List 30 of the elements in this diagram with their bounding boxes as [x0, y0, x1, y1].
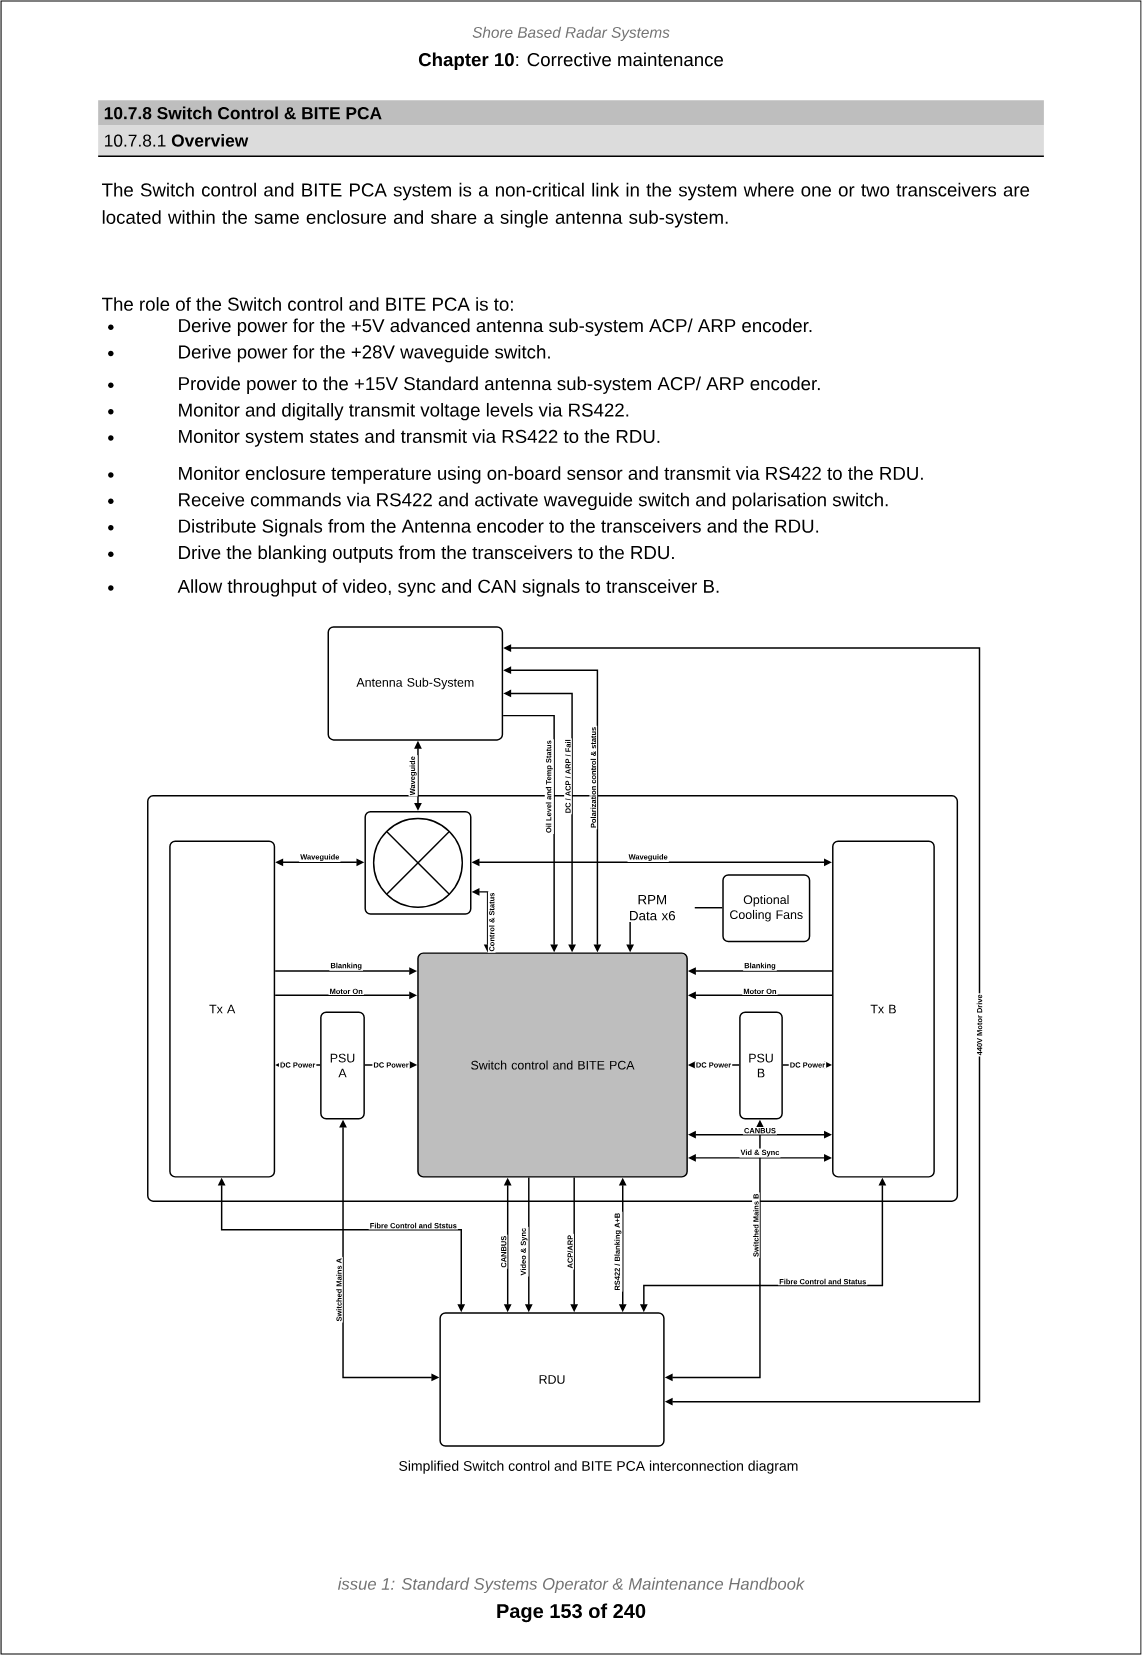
rdu-box: RDU: [439, 1312, 665, 1447]
section-heading-bar: 10.7.8 Switch Control & BITE PCA: [98, 100, 1044, 126]
bullet-item: Monitor system states and transmit via RS422 to the RDU.: [179, 429, 660, 447]
bullet-item: Monitor and digitally transmit voltage levels via RS422.: [179, 402, 629, 421]
rpm-label: RPM Data x6: [630, 895, 676, 921]
pca-box: Switch control and BITE PCA: [417, 952, 688, 1178]
connector: [694, 907, 723, 909]
bullet-item: Derive power for the +5V advanced antenna sub-system ACP/ ARP encoder.: [179, 318, 812, 336]
psu-box: PSU A: [320, 1011, 365, 1120]
subsystem-box: Antenna Sub-System: [327, 626, 504, 741]
page-number: Page 153 of 240: [497, 1603, 646, 1623]
psu-box: PSU B: [739, 1011, 783, 1120]
paragraph: The Switch control and BITE PCA system is a non-critical link in the system where one or two transceivers are located within the same enclosure and share a single antenna sub-system.: [102, 182, 1030, 228]
bullet-item: Monitor enclosure temperature using on-board sensor and transmit via RS422 to the RDU.: [179, 466, 923, 484]
fans-box: Optional Cooling Fans: [722, 874, 811, 943]
caption: Simplified Switch control and BITE PCA interconnection diagram: [399, 1460, 798, 1474]
running-header: Shore Based Radar Systems: [472, 26, 670, 41]
bullet-item: Drive the blanking outputs from the transceivers to the RDU.: [179, 545, 674, 563]
paragraph: The role of the Switch control and BITE PCA is to:: [102, 297, 513, 311]
bullet-item: Provide power to the +15V Standard antenna sub-system ACP/ ARP encoder.: [179, 376, 820, 394]
transceiver-box: Tx A: [169, 840, 276, 1178]
bullet-item: Receive commands via RS422 and activate waveguide switch and polarisation switch.: [179, 492, 888, 511]
bullet-item: Distribute Signals from the Antenna encoder to the transceivers and the RDU.: [179, 519, 819, 537]
bullet-item: Derive power for the +28V waveguide switch.: [179, 344, 550, 363]
transceiver-box: Tx B: [832, 840, 935, 1178]
footer-text: issue 1: Standard Systems Operator & Maintenance Handbook: [337, 1577, 805, 1594]
chapter-heading: Chapter 10: Corrective maintenance: [418, 52, 723, 70]
bullet-item: Allow throughput of video, sync and CAN signals to transceiver B.: [177, 579, 719, 597]
waveguide-switch: [364, 810, 472, 915]
subsection-heading-bar: 10.7.8.1 Overview: [97, 125, 1045, 157]
